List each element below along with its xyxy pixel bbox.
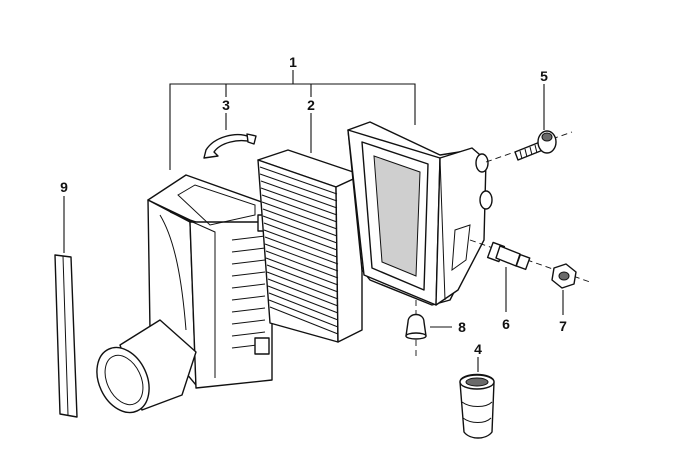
callout-9: 9 <box>60 179 68 195</box>
part-3-retaining-clip <box>203 133 257 159</box>
callout-8: 8 <box>458 319 466 335</box>
part-2-filter-element <box>257 149 363 343</box>
housing-ribs <box>231 235 266 349</box>
callout-6: 6 <box>502 316 510 332</box>
filter-pleats <box>259 166 339 335</box>
callout-7: 7 <box>559 318 567 334</box>
callout-5: 5 <box>540 68 548 84</box>
part-5-bolt <box>485 130 573 163</box>
lower-housing <box>147 174 273 389</box>
part-7-nut <box>551 263 577 289</box>
callout-1: 1 <box>289 54 297 70</box>
callout-labels: 1 2 3 4 5 6 7 8 9 <box>60 54 567 357</box>
part-9-gasket-strip <box>54 254 78 418</box>
part-6-stud <box>469 239 591 283</box>
leader-lines <box>63 70 564 372</box>
callout-2: 2 <box>307 97 315 113</box>
upper-housing-cover <box>347 121 493 306</box>
callout-3: 3 <box>222 97 230 113</box>
part-4-hose-sleeve <box>459 373 495 439</box>
callout-4: 4 <box>474 341 482 357</box>
part-8-rubber-cap <box>405 300 427 358</box>
intake-spout <box>96 319 197 414</box>
